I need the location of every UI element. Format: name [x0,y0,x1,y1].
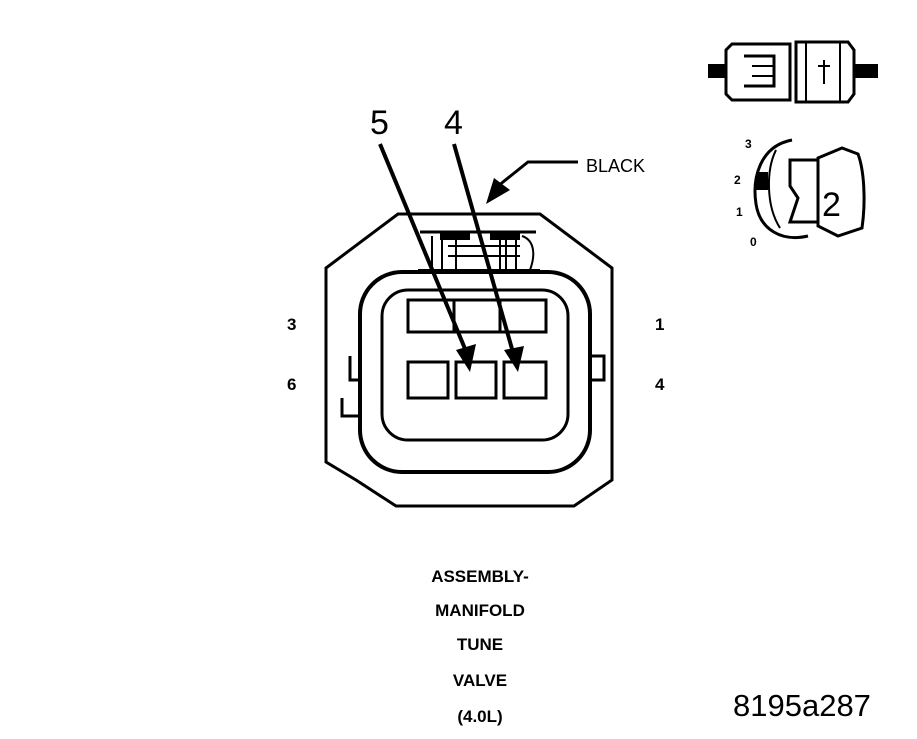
cavity-5 [454,360,498,400]
caption-line-1: ASSEMBLY- [431,567,529,586]
housing-right-tab [590,354,606,382]
dial-position-number: 2 [822,186,841,224]
cavity-number-4: 4 [655,375,665,394]
wire-color-label: BLACK [586,156,645,176]
leader-wire-color-arrowhead [486,178,510,204]
cavity-4 [502,360,548,400]
dial-mark-0: 0 [750,235,757,249]
dial-mark-2: 2 [734,173,741,187]
cavity-number-1: 1 [655,315,664,334]
caption-line-4: VALVE [453,671,507,690]
pin-callout-leaders [378,143,578,372]
connector-lock-dial-icon: 3 2 1 0 2 [734,137,866,249]
leader-pin-4 [452,143,516,357]
leader-pin-5-arrowhead [456,344,476,372]
cavity-number-6: 6 [287,375,296,394]
caption-line-5: (4.0L) [457,707,502,726]
cavity-6 [406,360,450,400]
leader-pin-5 [378,143,470,357]
component-caption: ASSEMBLY- MANIFOLD TUNE VALVE (4.0L) [431,567,529,726]
dial-mark-1: 1 [736,205,743,219]
connector-side-view-icon [708,40,878,104]
cavity-number-3: 3 [287,315,296,334]
callout-pin-5: 5 [370,104,389,142]
dial-mark-3: 3 [745,137,752,151]
caption-line-3: TUNE [457,635,503,654]
caption-line-2: MANIFOLD [435,601,525,620]
leader-wire-color [497,160,578,188]
figure-id: 8195a287 [733,688,871,723]
callout-pin-4: 4 [444,104,463,142]
cavity-row-top [406,298,548,334]
leader-pin-4-arrowhead [504,346,524,372]
